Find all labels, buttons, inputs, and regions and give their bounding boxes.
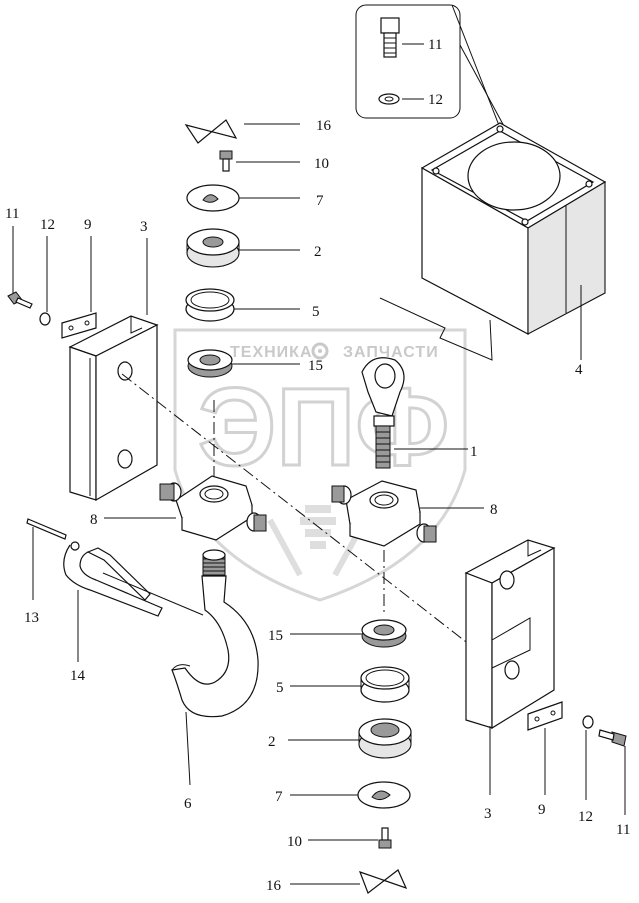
label-top-11: 11	[428, 37, 442, 53]
nut-2-top	[186, 228, 240, 268]
label-right-8: 8	[490, 502, 498, 518]
nut-2-bottom	[358, 718, 412, 759]
label-left-14: 14	[70, 668, 86, 684]
housing-4	[420, 122, 607, 335]
gear-icon	[311, 342, 329, 360]
pin-13	[26, 518, 67, 540]
seal-15-bottom	[361, 619, 407, 648]
label-right-11: 11	[616, 822, 630, 838]
traverse-8-right	[331, 480, 437, 547]
label-bottom-2: 2	[268, 734, 276, 750]
label-top-2: 2	[314, 244, 322, 260]
label-top-10: 10	[314, 156, 329, 172]
plate-7-bottom	[357, 781, 411, 809]
label-left-8: 8	[90, 512, 98, 528]
label-right-3: 3	[484, 806, 492, 822]
washer-12-inset	[378, 93, 400, 105]
ring-5-top	[185, 288, 235, 322]
label-bottom-16: 16	[266, 878, 282, 894]
side-plate-3-right	[464, 539, 556, 730]
label-top-5: 5	[312, 304, 320, 320]
watermark: ТЕХНИКА ЗАПЧАСТИ ЭПФ	[173, 328, 467, 602]
axis-pin-line	[121, 373, 471, 646]
cotter-16-bottom	[358, 869, 408, 894]
watermark-text-left: ТЕХНИКА	[230, 344, 313, 361]
label-top-12: 12	[428, 92, 443, 108]
label-right-12: 12	[578, 809, 593, 825]
screw-10-bottom	[378, 827, 392, 849]
bolt-11-right	[598, 729, 627, 747]
ring-5-bottom	[360, 666, 410, 703]
label-top-7: 7	[316, 193, 324, 209]
plate-9-left	[61, 312, 97, 339]
traverse-8-left	[159, 475, 267, 541]
label-hook-6: 6	[184, 796, 192, 812]
label-right-4: 4	[575, 362, 583, 378]
bolt-11-inset	[380, 17, 400, 58]
seal-15-top	[187, 349, 233, 378]
label-left-9: 9	[84, 217, 92, 233]
eye-bolt-1	[361, 357, 405, 469]
retainer-14	[63, 541, 163, 617]
screw-10-top	[219, 150, 233, 172]
cotter-16-top	[184, 119, 238, 144]
label-left-11: 11	[5, 206, 19, 222]
watermark-text-right: ЗАПЧАСТИ	[343, 344, 439, 361]
label-left-12: 12	[40, 217, 55, 233]
hook-6	[171, 549, 259, 718]
label-bottom-15: 15	[268, 628, 283, 644]
plate-7-top	[186, 184, 240, 212]
bolt-11-left	[7, 291, 33, 309]
plate-9-right	[527, 701, 563, 731]
label-top-16: 16	[316, 118, 332, 134]
label-bottom-10: 10	[287, 834, 302, 850]
watermark-logo: ЭПФ	[198, 366, 449, 489]
label-center-1: 1	[470, 444, 478, 460]
label-left-13: 13	[24, 610, 39, 626]
label-top-15: 15	[308, 358, 323, 374]
washer-12-right	[582, 715, 594, 729]
label-left-3: 3	[140, 219, 148, 235]
inset-detail-box	[355, 4, 506, 129]
label-bottom-7: 7	[275, 789, 283, 805]
label-bottom-5: 5	[276, 680, 284, 696]
label-right-9: 9	[538, 802, 546, 818]
washer-12-left	[39, 312, 51, 326]
side-plate-3-left	[68, 315, 159, 502]
